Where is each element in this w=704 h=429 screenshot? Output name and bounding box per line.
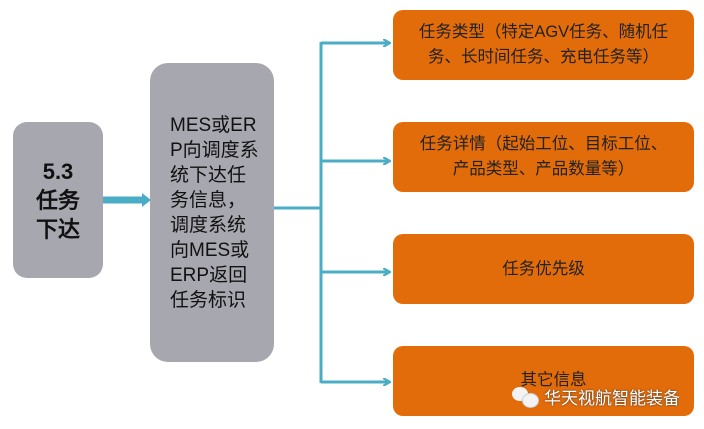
item-label: 任务优先级 [502,259,585,278]
section-title: 任务下达 [35,187,80,242]
description-box: MES或ERP向调度系统下达任务信息，调度系统向MES或ERP返回任务标识 [150,63,274,362]
item-task-type: 任务类型（特定AGV任务、随机任务、长时间任务、充电任务等） [393,10,694,80]
item-other-info: 其它信息 [393,346,694,416]
item-label: 任务详情（起始工位、目标工位、产品类型、产品数量等） [419,135,668,178]
item-label: 任务类型（特定AGV任务、随机任务、长时间任务、充电任务等） [418,23,669,66]
watermark-text: 华天视航智能装备 [544,389,680,408]
item-task-details: 任务详情（起始工位、目标工位、产品类型、产品数量等） [393,122,694,192]
section-number: 5.3 [42,158,74,184]
item-label: 其它信息 [520,371,587,389]
description-text: MES或ERP向调度系统下达任务信息，调度系统向MES或ERP返回任务标识 [170,114,259,311]
item-task-priority: 任务优先级 [393,234,694,304]
section-box: 5.3 任务下达 [13,122,103,278]
wechat-icon [512,386,539,408]
watermark: 华天视航智能装备 [512,384,680,409]
